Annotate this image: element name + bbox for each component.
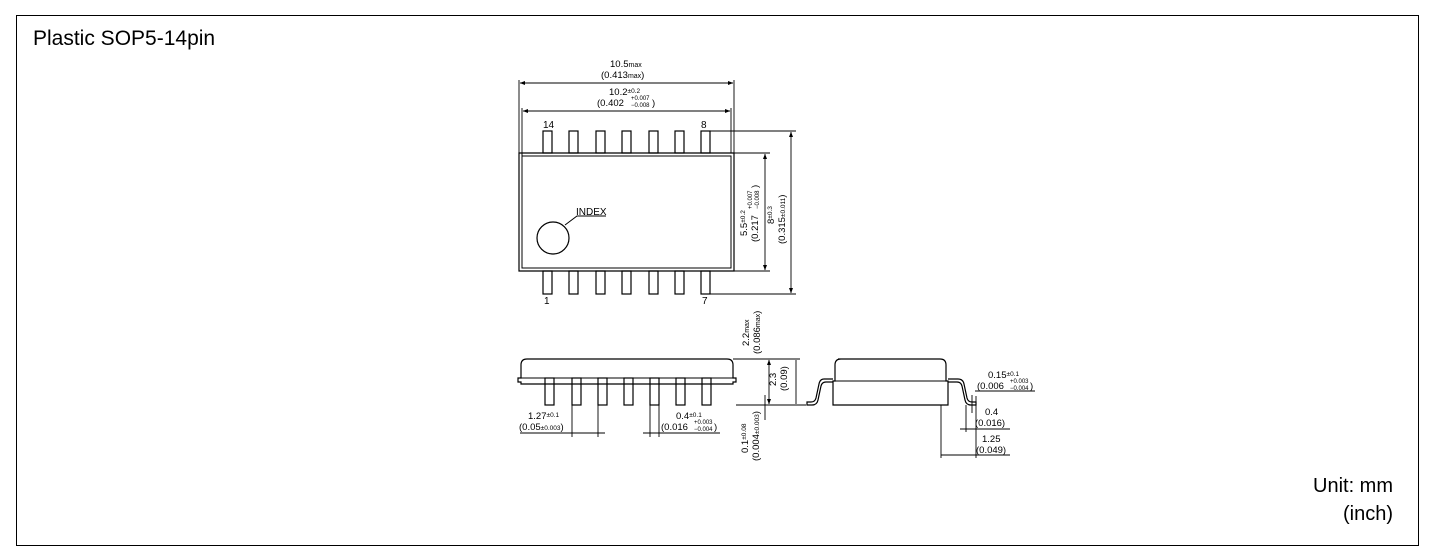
svg-text:(0.413max): (0.413max) bbox=[601, 70, 644, 81]
max-height-inch: (0.086 bbox=[752, 327, 763, 354]
svg-text:10.2±0.2: 10.2±0.2 bbox=[609, 87, 640, 98]
standoff-mm-tol: ±0.08 bbox=[741, 423, 748, 440]
svg-text:0.4±0.1: 0.4±0.1 bbox=[676, 411, 702, 422]
foot-length-inch: (0.016) bbox=[975, 418, 1005, 429]
lead-thickness-mm-tol: ±0.1 bbox=[1007, 371, 1020, 378]
lead-thickness-inch-tol-up: +0.003 bbox=[1010, 379, 1029, 385]
svg-text:(0.086max): (0.086max) bbox=[752, 311, 763, 354]
svg-text:2.2max: 2.2max bbox=[741, 319, 752, 346]
lead-width-inch-tol-up: +0.003 bbox=[694, 420, 713, 426]
lead-thickness-mm: 0.15 bbox=[988, 370, 1007, 381]
max-height-mm: 2.2 bbox=[741, 333, 752, 346]
overall-height-mm-tol: ±0.3 bbox=[767, 206, 774, 219]
body-thickness-mm: 2.3 bbox=[768, 373, 779, 386]
svg-text:5.5±0.2: 5.5±0.2 bbox=[739, 210, 750, 236]
side-body-outline bbox=[517, 358, 737, 385]
pitch-mm: 1.27 bbox=[528, 411, 547, 422]
pin-label-14: 14 bbox=[543, 120, 555, 131]
top-view bbox=[518, 80, 796, 295]
side-view bbox=[517, 358, 806, 437]
foot-length-mm: 0.4 bbox=[985, 407, 998, 418]
overall-height-mm: 8 bbox=[766, 219, 777, 224]
index-circle bbox=[536, 221, 570, 255]
top-body-outline bbox=[518, 152, 735, 272]
body-height-mm: 5.5 bbox=[739, 223, 750, 236]
svg-text:(0.004±0.003): (0.004±0.003) bbox=[751, 411, 762, 461]
top-body-inner-edge bbox=[521, 153, 732, 269]
end-view-text: 0.15±0.1 (0.006 +0.003 −0.004 ) 0.4 (0.0… bbox=[975, 370, 1033, 456]
body-height-mm-tol: ±0.2 bbox=[740, 210, 747, 223]
overall-height-inch: (0.315 bbox=[777, 217, 788, 244]
top-leads-upper bbox=[542, 130, 711, 154]
overall-width-inch-sup: max bbox=[628, 73, 642, 80]
max-height-mm-sup: max bbox=[744, 319, 751, 333]
overall-width-mm: 10.5 bbox=[610, 59, 629, 70]
body-height-inch: (0.217 bbox=[750, 215, 761, 242]
standoff-inch-tol: ±0.003 bbox=[754, 414, 761, 434]
top-leads-lower bbox=[542, 270, 711, 295]
svg-text:8±0.3: 8±0.3 bbox=[766, 206, 777, 224]
lead-width-mm: 0.4 bbox=[676, 411, 689, 422]
overall-width-mm-sup: max bbox=[629, 62, 643, 69]
svg-text:): ) bbox=[1030, 381, 1033, 392]
body-width-mm-tol: ±0.2 bbox=[628, 88, 641, 95]
unit-line-inch: (inch) bbox=[1342, 503, 1393, 525]
pin-label-1: 1 bbox=[544, 296, 550, 307]
package-title: Plastic SOP5-14pin bbox=[33, 27, 216, 50]
unit-line-mm: Unit: mm bbox=[1313, 475, 1393, 497]
overall-width-inch: (0.413 bbox=[601, 70, 628, 81]
svg-text:(0.05±0.003): (0.05±0.003) bbox=[519, 422, 564, 433]
body-height-inch-tol-dn: −0.008 bbox=[755, 190, 761, 209]
drawing-frame bbox=[16, 15, 1419, 546]
max-height-inch-sup: max bbox=[755, 313, 762, 327]
index-leader bbox=[564, 215, 606, 226]
standoff-inch: (0.004 bbox=[751, 434, 762, 461]
end-view bbox=[806, 358, 1035, 458]
lead-thickness-inch-tol-dn: −0.004 bbox=[1010, 386, 1029, 392]
lead-width-mm-tol: ±0.1 bbox=[689, 412, 702, 419]
svg-text:0.15±0.1: 0.15±0.1 bbox=[988, 370, 1019, 381]
end-body-outline bbox=[832, 358, 949, 406]
pitch-inch: (0.05 bbox=[519, 422, 541, 433]
index-label: INDEX bbox=[576, 207, 607, 218]
side-leads bbox=[544, 377, 712, 406]
pitch-inch-tol: ±0.003 bbox=[541, 425, 561, 432]
svg-text:10.5max: 10.5max bbox=[610, 59, 642, 70]
pin-label-8: 8 bbox=[701, 120, 707, 131]
body-width-mm: 10.2 bbox=[609, 87, 628, 98]
body-thickness-inch: (0.09) bbox=[779, 366, 790, 391]
side-view-text: 1.27±0.1 (0.05±0.003) 0.4±0.1 (0.016 +0.… bbox=[519, 311, 790, 461]
pitch-mm-tol: ±0.1 bbox=[547, 412, 560, 419]
pin-label-7: 7 bbox=[702, 296, 708, 307]
end-lead-left bbox=[806, 378, 833, 406]
svg-text:): ) bbox=[714, 422, 717, 433]
unit-note: Unit: mm (inch) bbox=[1313, 472, 1393, 528]
top-view-text: 14 8 1 7 INDEX 10.5max (0.413max) 10.2±0… bbox=[543, 59, 788, 307]
body-width-inch: (0.402 bbox=[597, 98, 624, 109]
lead-width-inch: (0.016 bbox=[661, 422, 688, 433]
svg-text:1.27±0.1: 1.27±0.1 bbox=[528, 411, 559, 422]
lead-width-inch-tol-dn: −0.004 bbox=[694, 427, 713, 433]
overall-height-inch-tol: ±0.011 bbox=[780, 197, 787, 217]
svg-text:(0.315±0.011): (0.315±0.011) bbox=[777, 195, 788, 244]
lead-thickness-inch: (0.006 bbox=[977, 381, 1004, 392]
lead-span-inch: (0.049) bbox=[976, 445, 1006, 456]
svg-text:0.1±0.08: 0.1±0.08 bbox=[740, 423, 751, 453]
body-width-inch-tol-dn: −0.008 bbox=[631, 103, 650, 109]
svg-text:): ) bbox=[652, 98, 655, 109]
lead-span-mm: 1.25 bbox=[982, 434, 1001, 445]
body-width-inch-tol-up: +0.007 bbox=[631, 96, 650, 102]
body-height-inch-tol-up: +0.007 bbox=[748, 190, 754, 209]
standoff-mm: 0.1 bbox=[740, 440, 751, 453]
svg-text:): ) bbox=[750, 185, 761, 188]
